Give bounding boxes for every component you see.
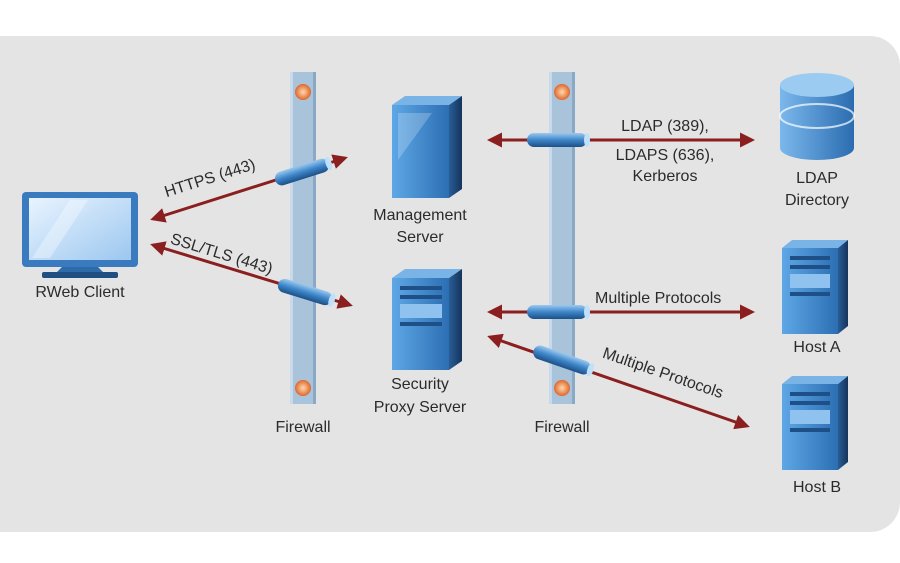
firewall-left	[290, 72, 316, 404]
flame-icon	[554, 84, 570, 100]
host-a-server-icon	[782, 240, 848, 334]
database-icon	[779, 73, 855, 160]
host-a-label: Host A	[793, 339, 841, 356]
tunnel-host-a	[527, 305, 590, 319]
ldap-directory-label-line1: LDAP	[796, 170, 838, 187]
firewall-right-label: Firewall	[534, 419, 590, 436]
monitor-icon	[22, 192, 138, 278]
host-b-server-icon	[782, 376, 848, 470]
management-server-icon	[392, 96, 462, 198]
flame-icon	[295, 380, 311, 396]
host-b-arrow	[487, 333, 750, 430]
firewall-left-label: Firewall	[275, 419, 331, 436]
tunnel-ldap	[527, 133, 590, 147]
ldap-connection-label-line1: LDAP (389),	[621, 118, 709, 135]
ldap-connection-label-line3: Kerberos	[632, 168, 698, 185]
flame-icon	[295, 84, 311, 100]
ldap-connection-label-line2: LDAPS (636),	[615, 147, 715, 164]
management-server-label-line1: Management	[373, 207, 467, 224]
tunnel-https	[274, 156, 333, 186]
flame-icon	[554, 380, 570, 396]
host-b-label: Host B	[792, 479, 841, 496]
proxy-server-label-line2: Proxy Server	[373, 399, 467, 416]
tunnel-host-b	[533, 345, 595, 377]
rweb-client-label: RWeb Client	[35, 284, 125, 301]
proxy-server-icon	[392, 269, 462, 370]
tunnel-ssl	[277, 278, 336, 307]
host-a-connection-label: Multiple Protocols	[595, 290, 722, 307]
management-server-label-line2: Server	[396, 229, 444, 246]
proxy-server-label-line1: Security	[391, 376, 449, 393]
ldap-directory-label-line2: Directory	[784, 192, 849, 209]
